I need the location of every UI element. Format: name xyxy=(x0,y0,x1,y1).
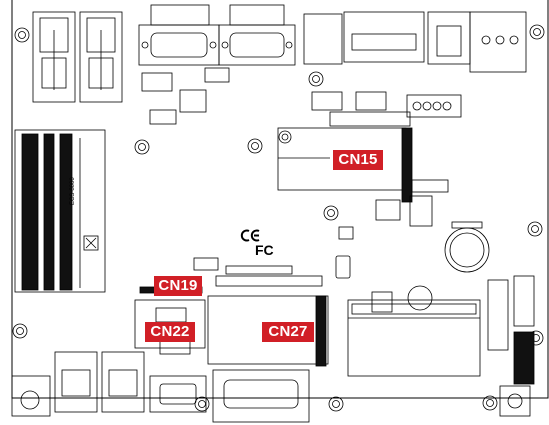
cn22-label: CN22 xyxy=(145,322,195,342)
cert-mark-shapes xyxy=(240,229,260,242)
top-rear-ports-left xyxy=(32,11,123,103)
cn15-slot xyxy=(277,111,413,203)
cn19-label: CN19 xyxy=(154,276,202,296)
bottom-rear-ports xyxy=(11,351,531,423)
bottom-right-card-slot xyxy=(347,285,481,377)
right-side-headers xyxy=(338,179,449,240)
sodimm-slot xyxy=(14,129,106,293)
top-rear-ports-right xyxy=(303,11,527,73)
cn27-label: CN27 xyxy=(262,322,314,342)
middle-connector-strip xyxy=(193,255,351,287)
power-connector xyxy=(406,94,462,118)
cn27-slot xyxy=(207,295,329,367)
rtc-battery xyxy=(444,221,490,273)
cn15-label: CN15 xyxy=(333,150,383,170)
fc-mark: FC xyxy=(255,242,274,258)
chip-cluster-top xyxy=(141,67,387,125)
mounting-holes xyxy=(12,24,545,412)
silkscreen-model: ECS-8000 xyxy=(70,177,76,205)
bottom-right-headers xyxy=(487,275,535,385)
top-serial-ports xyxy=(138,4,296,66)
